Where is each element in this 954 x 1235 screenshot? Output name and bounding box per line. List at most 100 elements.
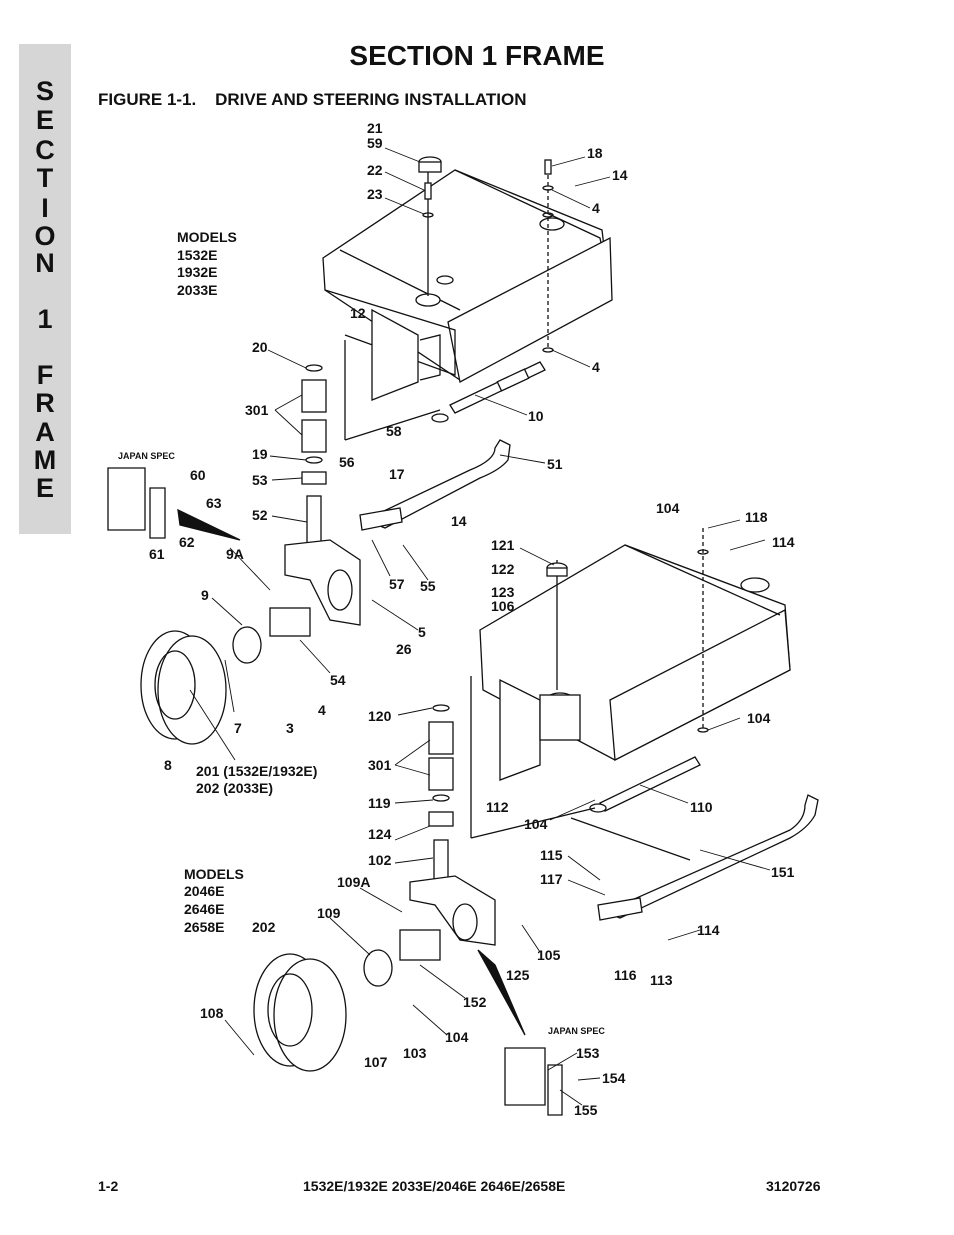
section-tab-letter: N	[35, 248, 55, 278]
callout-61: 61	[149, 546, 165, 562]
callout-4: 4	[592, 200, 600, 216]
callout-119: 119	[368, 795, 391, 811]
callout-60: 60	[190, 467, 206, 483]
callout-7: 7	[234, 720, 242, 736]
callout-10: 10	[528, 408, 544, 424]
callout-123: 123	[491, 584, 515, 600]
callout-122: 122	[491, 561, 515, 577]
callout-118: 118	[745, 509, 768, 525]
callout-53: 53	[252, 472, 268, 488]
section-tab-letter: E	[35, 105, 54, 135]
section-tab-letter: M	[33, 445, 57, 475]
wheel-note-line1: 201 (1532E/1932E)	[196, 763, 317, 779]
section-tab-letter: F	[36, 360, 54, 390]
callout-124: 124	[368, 826, 392, 842]
japan-spec-label: JAPAN SPEC	[548, 1026, 605, 1036]
callout-109a: 109A	[337, 874, 370, 890]
callout-14: 14	[612, 167, 628, 183]
callout-113: 113	[650, 972, 673, 988]
callout-3: 3	[286, 720, 294, 736]
callout-55: 55	[420, 578, 436, 594]
callout-21: 21	[367, 120, 383, 136]
figure-caption: FIGURE 1-1. DRIVE AND STEERING INSTALLAT…	[98, 90, 527, 109]
section-tab-letter: T	[36, 163, 54, 193]
callout-107: 107	[364, 1054, 388, 1070]
callout-14b: 14	[451, 513, 467, 529]
doc-number: 3120726	[766, 1178, 821, 1194]
callout-20: 20	[252, 339, 268, 355]
upper-model-item: 1532E	[177, 247, 217, 263]
callout-56: 56	[339, 454, 355, 470]
callout-57: 57	[389, 576, 405, 592]
callout-51: 51	[547, 456, 563, 472]
callout-117: 117	[540, 871, 563, 887]
callout-58: 58	[386, 423, 402, 439]
callout-18: 18	[587, 145, 603, 161]
section-tab-letter: R	[35, 388, 55, 418]
page-number: 1-2	[98, 1178, 119, 1194]
page-title: SECTION 1 FRAME	[349, 40, 605, 71]
callout-22: 22	[367, 162, 383, 178]
callout-17: 17	[389, 466, 405, 482]
callout-151: 151	[771, 864, 795, 880]
callout-12: 12	[350, 305, 366, 321]
section-tab-letter: E	[35, 473, 54, 503]
callout-112: 112	[486, 799, 509, 815]
callout-54: 54	[330, 672, 346, 688]
callout-114: 114	[772, 534, 795, 550]
lower-model-item: 2046E	[184, 883, 224, 899]
lower-models-heading: MODELS	[184, 866, 244, 882]
footer-models: 1532E/1932E 2033E/2046E 2646E/2658E	[303, 1178, 566, 1194]
callout-59: 59	[367, 135, 383, 151]
callout-108: 108	[200, 1005, 224, 1021]
callout-154: 154	[602, 1070, 626, 1086]
wheel-note-line2: 202 (2033E)	[196, 780, 273, 796]
callout-62: 62	[179, 534, 195, 550]
callout-103: 103	[403, 1045, 427, 1061]
callout-114b: 114	[697, 922, 720, 938]
callout-104c: 104	[524, 816, 548, 832]
lower-model-item: 2646E	[184, 901, 224, 917]
callout-110: 110	[690, 799, 713, 815]
section-tab-letter: S	[35, 76, 54, 106]
callout-9a: 9A	[226, 546, 244, 562]
callout-120: 120	[368, 708, 392, 724]
japan-spec-label: JAPAN SPEC	[118, 451, 175, 461]
callout-19: 19	[252, 446, 268, 462]
section-tab-letter: A	[35, 417, 55, 447]
callout-9: 9	[201, 587, 209, 603]
callout-109: 109	[317, 905, 341, 921]
callout-301: 301	[245, 402, 269, 418]
callout-52: 52	[252, 507, 268, 523]
callout-301b: 301	[368, 757, 392, 773]
callout-116: 116	[614, 967, 637, 983]
callout-104: 104	[656, 500, 680, 516]
callout-106: 106	[491, 598, 515, 614]
callout-104d: 104	[445, 1029, 469, 1045]
callout-125: 125	[506, 967, 530, 983]
section-tab-letter: C	[35, 135, 55, 165]
section-tab-letter: 1	[37, 304, 53, 334]
callout-153: 153	[576, 1045, 600, 1061]
lower-model-item: 2658E	[184, 919, 224, 935]
callout-202: 202	[252, 919, 276, 935]
callout-23: 23	[367, 186, 383, 202]
callout-105: 105	[537, 947, 561, 963]
callout-121: 121	[491, 537, 515, 553]
callout-104b: 104	[747, 710, 771, 726]
upper-model-item: 1932E	[177, 264, 217, 280]
callout-115: 115	[540, 847, 563, 863]
callout-4c: 4	[318, 702, 326, 718]
callout-8: 8	[164, 757, 172, 773]
callout-4b: 4	[592, 359, 600, 375]
upper-models-heading: MODELS	[177, 229, 237, 245]
callout-63: 63	[206, 495, 222, 511]
callout-26: 26	[396, 641, 412, 657]
section-tab-letter: O	[34, 221, 56, 251]
upper-model-item: 2033E	[177, 282, 217, 298]
section-tab-letter: I	[41, 193, 49, 223]
callout-152: 152	[463, 994, 487, 1010]
callout-102: 102	[368, 852, 392, 868]
